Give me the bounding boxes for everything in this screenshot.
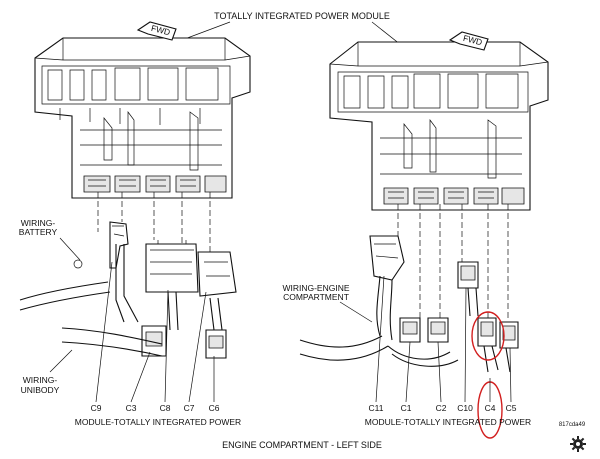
fwd-arrow-left: FWD: [136, 21, 177, 41]
label-wiring-battery-1: WIRING-: [21, 218, 56, 228]
label-right-module: MODULE-TOTALLY INTEGRATED POWER: [365, 417, 531, 427]
label-wiring-unibody-2: UNIBODY: [21, 385, 60, 395]
left-power-module: [34, 37, 251, 199]
connector-c9-body: [109, 221, 129, 269]
label-c2: C2: [436, 403, 447, 413]
right-harness: [299, 275, 511, 373]
label-c3: C3: [126, 403, 137, 413]
left-connectors: [109, 221, 237, 359]
connector-c11-body: [369, 235, 405, 281]
label-c1: C1: [401, 403, 412, 413]
c4-highlight-circle: [471, 311, 505, 361]
label-wiring-engine-2: COMPARTMENT: [283, 292, 349, 302]
label-c4: C4: [485, 403, 496, 413]
gear-icon[interactable]: [570, 436, 586, 452]
left-harness: [19, 244, 223, 357]
right-connectors: [369, 235, 519, 349]
right-power-module: [329, 41, 549, 211]
label-c10: C10: [457, 403, 473, 413]
label-c6: C6: [209, 403, 220, 413]
label-wiring-engine-1: WIRING-ENGINE: [282, 283, 349, 293]
left-module-group: [34, 37, 251, 199]
label-wiring-battery-2: BATTERY: [19, 227, 58, 237]
right-module-group: [329, 41, 549, 211]
label-c11: C11: [369, 403, 384, 413]
connector-c8-body: [145, 243, 199, 293]
reference-code: 817cda49: [559, 422, 586, 428]
diagram-title: TOTALLY INTEGRATED POWER MODULE: [214, 11, 390, 21]
label-wiring-unibody-1: WIRING-: [23, 375, 58, 385]
label-c5: C5: [506, 403, 517, 413]
fwd-label-right: FWD: [462, 33, 483, 47]
fwd-arrow-right: FWD: [448, 31, 489, 51]
label-c9: C9: [91, 403, 102, 413]
connector-c7-body: [197, 251, 237, 297]
label-c8: C8: [160, 403, 171, 413]
label-c7: C7: [184, 403, 195, 413]
label-left-module: MODULE-TOTALLY INTEGRATED POWER: [75, 417, 241, 427]
diagram-caption: ENGINE COMPARTMENT - LEFT SIDE: [222, 440, 382, 450]
fwd-label-left: FWD: [150, 23, 171, 37]
